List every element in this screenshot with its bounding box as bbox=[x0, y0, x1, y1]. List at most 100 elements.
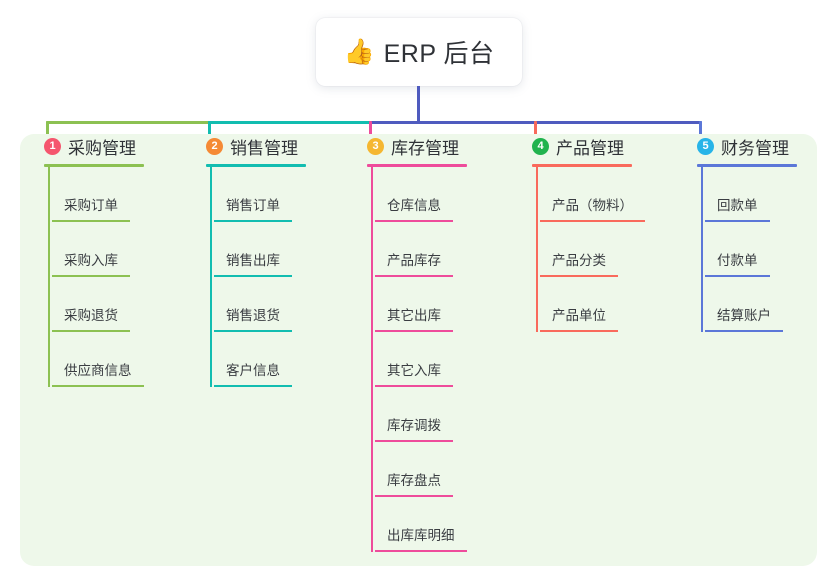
branch-title: 销售管理 bbox=[230, 138, 298, 158]
branch-item-label: 产品（物料） bbox=[552, 198, 633, 213]
branch-item-rule bbox=[705, 220, 770, 222]
branch-item-label: 销售订单 bbox=[226, 198, 280, 213]
branch-item[interactable]: 产品库存 bbox=[375, 222, 467, 277]
branch-item[interactable]: 库存调拨 bbox=[375, 387, 467, 442]
branch-header-5[interactable]: 5 财务管理 bbox=[697, 134, 797, 158]
branch-item[interactable]: 客户信息 bbox=[214, 332, 306, 387]
branch-item-label: 出库库明细 bbox=[387, 528, 455, 543]
branch-item-rule bbox=[375, 495, 453, 497]
branch-item[interactable]: 产品分类 bbox=[540, 222, 632, 277]
branch-column-5: 5 财务管理回款单付款单结算账户 bbox=[697, 134, 797, 332]
branch-item[interactable]: 销售出库 bbox=[214, 222, 306, 277]
branch-item-label: 产品单位 bbox=[552, 308, 606, 323]
branch-header-2[interactable]: 2 销售管理 bbox=[206, 134, 306, 158]
branch-item[interactable]: 采购退货 bbox=[52, 277, 144, 332]
branch-item-rule bbox=[214, 330, 292, 332]
branch-number-badge: 1 bbox=[44, 137, 61, 155]
branch-item-rule bbox=[705, 275, 770, 277]
branch-item-label: 产品库存 bbox=[387, 253, 441, 268]
branch-header-3[interactable]: 3 库存管理 bbox=[367, 134, 467, 158]
branch-item-label: 销售退货 bbox=[226, 308, 280, 323]
thumbs-up-icon: 👍 bbox=[343, 37, 375, 66]
branch-drop-4 bbox=[534, 121, 537, 146]
branch-item-label: 其它出库 bbox=[387, 308, 441, 323]
branch-item-rule bbox=[705, 330, 783, 332]
branch-stem bbox=[701, 167, 703, 332]
branch-item-label: 结算账户 bbox=[717, 308, 771, 323]
branch-column-3: 3 库存管理仓库信息产品库存其它出库其它入库库存调拨库存盘点出库库明细 bbox=[367, 134, 467, 552]
branch-stem bbox=[210, 167, 212, 387]
bus-green bbox=[46, 121, 211, 124]
root-node-card[interactable]: 👍 ERP 后台 bbox=[316, 18, 522, 86]
branch-item-rule bbox=[375, 385, 453, 387]
branch-header-rule bbox=[532, 164, 632, 167]
branch-item-list: 回款单付款单结算账户 bbox=[697, 167, 797, 332]
branch-drop-3 bbox=[369, 121, 372, 146]
branch-number-badge: 5 bbox=[697, 137, 714, 155]
branch-item-label: 仓库信息 bbox=[387, 198, 441, 213]
branch-item[interactable]: 采购入库 bbox=[52, 222, 144, 277]
bus-teal bbox=[208, 121, 372, 124]
branch-item[interactable]: 供应商信息 bbox=[52, 332, 144, 387]
branch-item[interactable]: 仓库信息 bbox=[375, 167, 467, 222]
branch-header-rule bbox=[697, 164, 797, 167]
branch-item-label: 其它入库 bbox=[387, 363, 441, 378]
branch-item-rule bbox=[52, 275, 130, 277]
branch-header-rule bbox=[206, 164, 306, 167]
branch-item[interactable]: 付款单 bbox=[705, 222, 797, 277]
branch-item-label: 采购退货 bbox=[64, 308, 118, 323]
branch-item-label: 销售出库 bbox=[226, 253, 280, 268]
branch-item-rule bbox=[52, 330, 130, 332]
branch-title: 库存管理 bbox=[391, 138, 459, 158]
branch-item[interactable]: 库存盘点 bbox=[375, 442, 467, 497]
branch-item[interactable]: 其它入库 bbox=[375, 332, 467, 387]
branch-item-list: 采购订单采购入库采购退货供应商信息 bbox=[44, 167, 144, 387]
branch-item-rule bbox=[52, 220, 130, 222]
root-connector-drop bbox=[417, 86, 420, 121]
branch-item[interactable]: 产品（物料） bbox=[540, 167, 645, 222]
branch-item-label: 采购订单 bbox=[64, 198, 118, 213]
branch-drop-2 bbox=[208, 121, 211, 146]
branch-item-label: 库存调拨 bbox=[387, 418, 441, 433]
branch-number-badge: 4 bbox=[532, 137, 549, 155]
branch-item-rule bbox=[52, 385, 144, 387]
page-title: ERP 后台 bbox=[383, 40, 495, 68]
branch-item-rule bbox=[375, 550, 467, 552]
branch-stem bbox=[536, 167, 538, 332]
branch-item-label: 客户信息 bbox=[226, 363, 280, 378]
branch-item[interactable]: 结算账户 bbox=[705, 277, 797, 332]
branch-column-2: 2 销售管理销售订单销售出库销售退货客户信息 bbox=[206, 134, 306, 387]
branch-item-rule bbox=[540, 275, 618, 277]
branch-item-rule bbox=[375, 440, 453, 442]
branch-item-rule bbox=[375, 330, 453, 332]
branch-item-label: 供应商信息 bbox=[64, 363, 132, 378]
branch-item[interactable]: 销售退货 bbox=[214, 277, 306, 332]
branch-item[interactable]: 出库库明细 bbox=[375, 497, 467, 552]
branch-item-rule bbox=[540, 220, 645, 222]
branch-item[interactable]: 其它出库 bbox=[375, 277, 467, 332]
branch-drop-5 bbox=[699, 121, 702, 146]
branch-number-badge: 3 bbox=[367, 137, 384, 155]
branch-header-rule bbox=[44, 164, 144, 167]
branch-item-label: 库存盘点 bbox=[387, 473, 441, 488]
branch-item-rule bbox=[214, 220, 292, 222]
branch-item[interactable]: 回款单 bbox=[705, 167, 797, 222]
branch-item-rule bbox=[540, 330, 618, 332]
branch-stem bbox=[371, 167, 373, 552]
branch-number-badge: 2 bbox=[206, 137, 223, 155]
branch-item[interactable]: 采购订单 bbox=[52, 167, 144, 222]
branch-title: 财务管理 bbox=[721, 138, 789, 158]
branch-item-rule bbox=[375, 220, 453, 222]
branch-item-label: 回款单 bbox=[717, 198, 758, 213]
branch-item-list: 产品（物料） 产品分类产品单位 bbox=[532, 167, 645, 332]
branch-item-rule bbox=[375, 275, 453, 277]
branch-item[interactable]: 销售订单 bbox=[214, 167, 306, 222]
branch-item[interactable]: 产品单位 bbox=[540, 277, 632, 332]
branch-stem bbox=[48, 167, 50, 387]
